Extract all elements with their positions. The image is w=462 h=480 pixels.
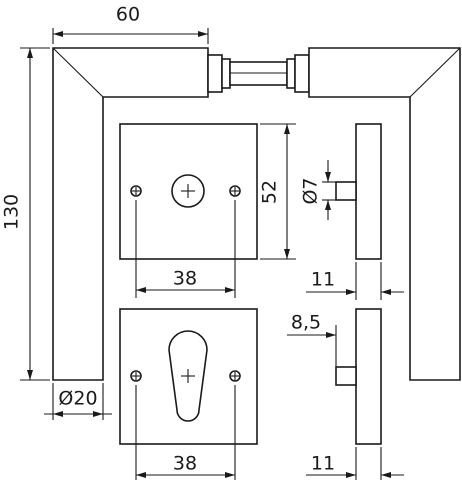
dim-handle-height: [20, 47, 50, 381]
screw-right-top: [229, 185, 241, 197]
dim-handle-diameter: [44, 383, 112, 420]
dim-screw-spacing-top: [135, 200, 236, 298]
label-rose-thickness-top: 11: [311, 269, 335, 291]
screw-left-bottom: [130, 370, 142, 382]
dim-spindle-diameter: [322, 160, 336, 220]
bottom-rose-front: [119, 308, 258, 445]
top-rose-side: [335, 123, 382, 260]
dim-rose-thickness-bottom: [306, 447, 404, 480]
label-rose-height: 52: [259, 180, 281, 204]
label-handle-width: 60: [116, 4, 140, 26]
label-cylinder-offset: 8,5: [291, 312, 321, 334]
label-rose-thickness-bottom: 11: [311, 453, 335, 475]
dim-cylinder-offset: [287, 325, 337, 367]
dim-rose-height: [260, 123, 296, 260]
dim-handle-width: [52, 28, 209, 44]
screw-left-top: [130, 185, 142, 197]
spindle-connector: [207, 54, 310, 93]
label-spindle-diameter: Ø7: [300, 177, 322, 204]
left-lever-handle: [52, 47, 209, 381]
label-screw-spacing-top: 38: [173, 268, 197, 290]
label-screw-spacing-bottom: 38: [173, 453, 197, 475]
dim-rose-thickness-top: [306, 262, 404, 300]
label-handle-diameter: Ø20: [58, 388, 97, 410]
bottom-rose-side: [335, 308, 382, 445]
label-handle-height: 130: [1, 194, 23, 230]
screw-right-bottom: [229, 370, 241, 382]
top-rose-front: [119, 123, 258, 260]
dim-screw-spacing-bottom: [135, 385, 236, 480]
right-lever-handle: [308, 47, 461, 381]
